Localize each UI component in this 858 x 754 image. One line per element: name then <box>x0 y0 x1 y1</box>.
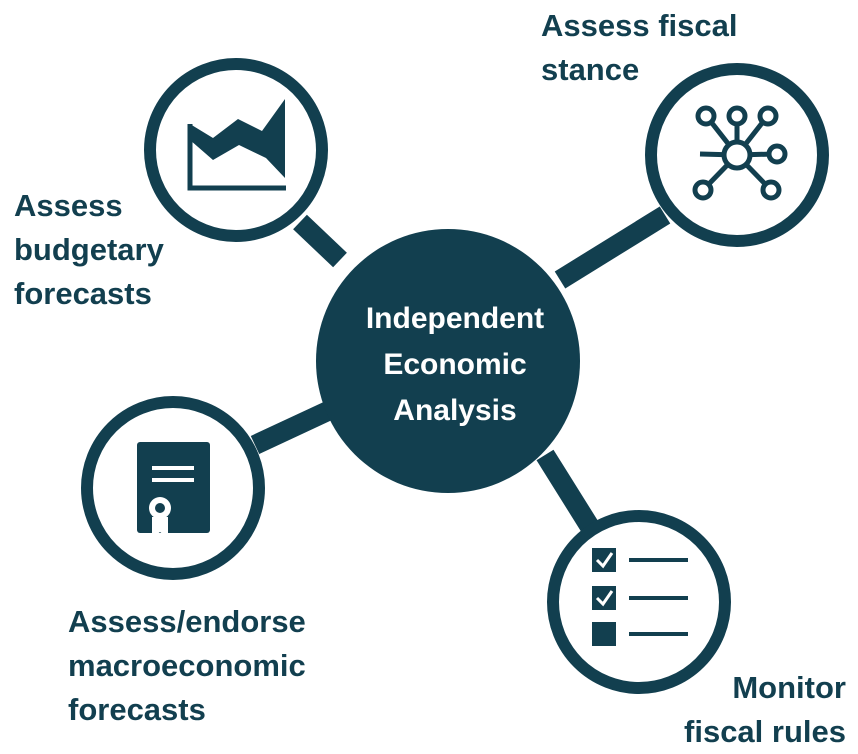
center-hub <box>316 229 580 493</box>
label-line: Monitor <box>732 670 846 705</box>
label-fiscal-stance: Assess fiscal stance <box>541 4 737 92</box>
label-fiscal-rules: Monitor fiscal rules <box>676 666 846 754</box>
label-line: stance <box>541 52 640 87</box>
area-chart-icon <box>187 99 286 191</box>
label-line: macroeconomic <box>68 648 306 683</box>
connector-budgetary <box>293 214 347 268</box>
center-title-line: Analysis <box>393 394 517 427</box>
connector-fiscal-stance <box>554 206 671 289</box>
center-title: Independent Economic Analysis <box>330 296 580 434</box>
label-line: Assess/endorse <box>68 604 306 639</box>
network-hub-icon <box>692 105 788 201</box>
label-line: forecasts <box>68 692 206 727</box>
label-macro: Assess/endorse macroeconomic forecasts <box>68 600 306 732</box>
node-circle-fiscal-rules <box>547 510 731 694</box>
label-line: fiscal rules <box>684 714 846 749</box>
label-line: forecasts <box>14 276 152 311</box>
label-line: Assess <box>14 188 123 223</box>
checklist-icon <box>592 548 688 646</box>
connector-fiscal-rules <box>536 449 604 541</box>
certificate-document-icon <box>137 442 210 538</box>
label-line: Assess fiscal <box>541 8 738 43</box>
label-budgetary: Assess budgetary forecasts <box>14 184 164 316</box>
center-title-line: Independent <box>365 302 545 335</box>
center-title-line: Economic <box>383 348 527 381</box>
connector-macro <box>250 400 335 455</box>
label-line: budgetary <box>14 232 164 267</box>
node-circle-budgetary <box>144 58 328 242</box>
